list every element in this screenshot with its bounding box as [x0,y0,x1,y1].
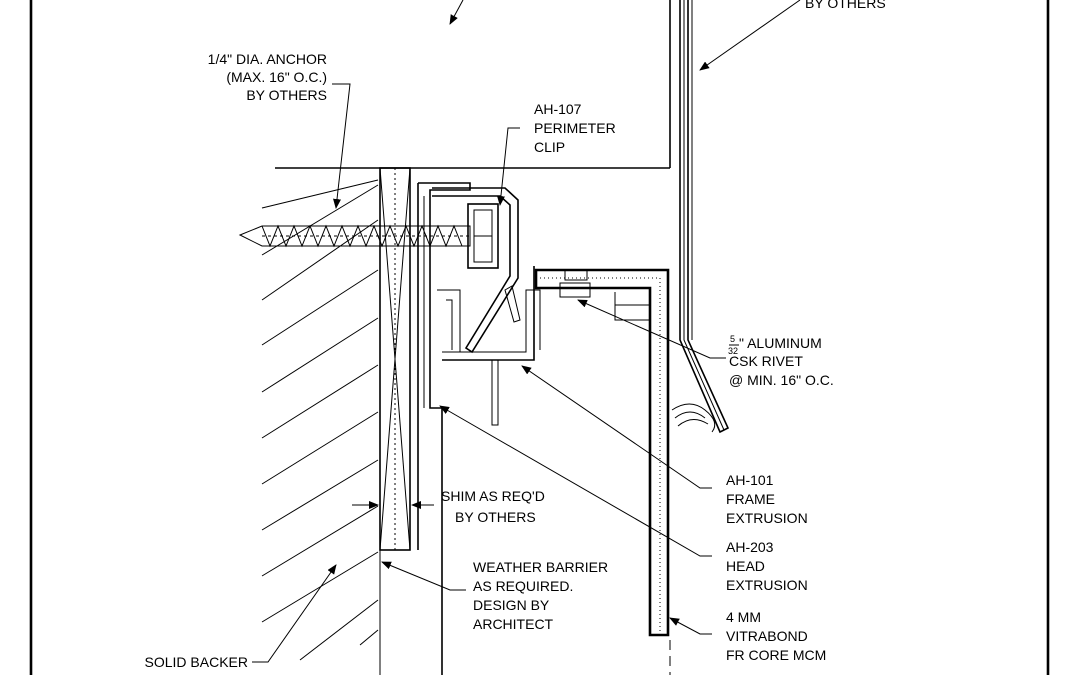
rivet-fraction-num: 5 [730,334,735,344]
head-line-1: AH-203 [726,539,774,555]
shim-block [379,167,411,675]
perimeter-clip [432,187,521,354]
wb-line-2: AS REQUIRED. [473,578,573,594]
anchor-callout: 1/4" DIA. ANCHOR (MAX. 16" O.C.) BY OTHE… [208,51,327,103]
solid-backer-label: SOLID BACKER [145,654,248,670]
frame-extrusion-callout: AH-101 FRAME EXTRUSION [726,472,808,526]
clip-line-3: CLIP [534,139,565,155]
rivet-line-2: CSK RIVET [729,353,803,369]
wb-line-3: DESIGN BY [473,597,550,613]
frame-line-1: AH-101 [726,472,774,488]
mcm-panel [534,268,670,637]
clip-line-1: AH-107 [534,101,582,117]
anchor-line-1: 1/4" DIA. ANCHOR [208,51,327,67]
rivet-fraction-den: 32 [728,346,738,356]
mcm-line-3: FR CORE MCM [726,647,826,663]
frame-line-2: FRAME [726,491,775,507]
shim-line-1: SHIM AS REQ'D [441,488,545,504]
rivet-callout: 5 32 " ALUMINUM CSK RIVET @ MIN. 16" O.C… [728,334,834,388]
head-extrusion-callout: AH-203 HEAD EXTRUSION [726,539,808,593]
anchor-line-2: (MAX. 16" O.C.) [226,69,327,85]
rivet-line-3: @ MIN. 16" O.C. [729,372,834,388]
head-line-3: EXTRUSION [726,577,808,593]
weather-barrier-callout: WEATHER BARRIER AS REQUIRED. DESIGN BY A… [473,559,608,632]
frame-extrusion-profile [417,182,541,675]
sheet-border [29,0,1050,675]
rivet-line-1: " ALUMINUM [739,335,822,351]
mcm-line-2: VITRABOND [726,628,808,644]
reference-lines [379,550,671,675]
shim-line-2: BY OTHERS [455,509,536,525]
shim-callout: SHIM AS REQ'D BY OTHERS [441,488,545,525]
clip-line-2: PERIMETER [534,120,616,136]
flashing [671,0,730,434]
by-others-top-label: BY OTHERS [805,0,886,11]
leader-lines [252,0,801,663]
head-line-2: HEAD [726,558,765,574]
perimeter-clip-callout: AH-107 PERIMETER CLIP [534,101,616,155]
mcm-callout: 4 MM VITRABOND FR CORE MCM [726,609,826,663]
mcm-line-1: 4 MM [726,609,761,625]
anchor-screw [238,203,499,269]
wall-hatching [261,179,379,661]
wb-line-4: ARCHITECT [473,616,554,632]
wb-line-1: WEATHER BARRIER [473,559,608,575]
anchor-line-3: BY OTHERS [246,87,327,103]
frame-line-3: EXTRUSION [726,510,808,526]
